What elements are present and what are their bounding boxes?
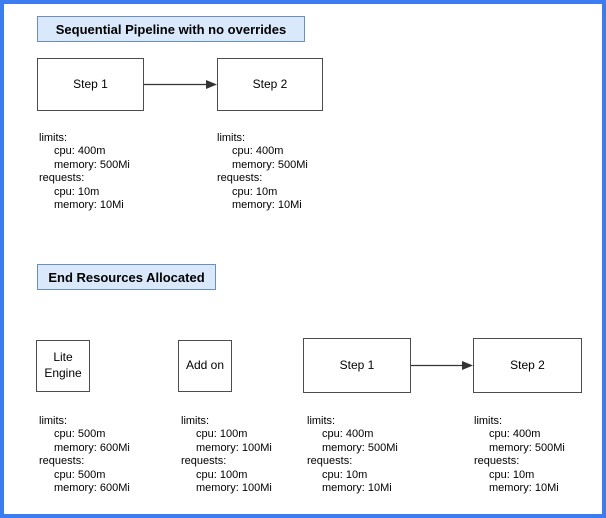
- resource-line: memory: 10Mi: [322, 482, 392, 495]
- node-lite-engine: Lite Engine: [36, 340, 90, 392]
- resource-line: memory: 500Mi: [232, 158, 308, 171]
- resource-line: memory: 10Mi: [54, 199, 124, 212]
- resource-line: memory: 10Mi: [489, 482, 559, 495]
- section-title-sequential-pipeline: Sequential Pipeline with no overrides: [37, 16, 305, 42]
- resource-line: cpu: 10m: [489, 468, 535, 481]
- resource-line: cpu: 400m: [232, 145, 284, 158]
- node-label: Lite Engine: [44, 350, 82, 380]
- resources-step1-bottom: limits: cpu: 400m memory: 500Mi requests…: [307, 415, 398, 495]
- resources-step1-top: limits: cpu: 400m memory: 500Mi requests…: [39, 132, 130, 212]
- node-step2-bottom: Step 2: [473, 338, 582, 393]
- resource-line: requests:: [39, 455, 85, 468]
- resource-line: cpu: 10m: [322, 468, 368, 481]
- section-title-end-resources: End Resources Allocated: [37, 264, 216, 290]
- resource-line: limits:: [307, 415, 336, 427]
- resource-line: requests:: [39, 172, 85, 185]
- resource-line: cpu: 400m: [54, 145, 106, 158]
- arrow-step1-to-step2-bottom: [411, 361, 473, 370]
- resource-line: requests:: [307, 455, 353, 468]
- node-label: Add on: [185, 358, 225, 373]
- resource-line: memory: 100Mi: [196, 441, 272, 454]
- resource-line: cpu: 100m: [196, 468, 248, 481]
- resource-line: cpu: 100m: [196, 428, 248, 441]
- resources-step2-top: limits: cpu: 400m memory: 500Mi requests…: [217, 132, 308, 212]
- node-step1-bottom: Step 1: [303, 338, 411, 393]
- resource-line: cpu: 500m: [54, 428, 106, 441]
- resource-line: requests:: [474, 455, 520, 468]
- resource-line: cpu: 400m: [322, 428, 374, 441]
- resource-line: limits:: [39, 415, 68, 427]
- resource-line: limits:: [217, 132, 246, 144]
- resources-step2-bottom: limits: cpu: 400m memory: 500Mi requests…: [474, 415, 565, 495]
- node-label: Step 2: [510, 357, 545, 372]
- section-title-text: Sequential Pipeline with no overrides: [55, 21, 287, 37]
- node-label: Step 1: [339, 357, 375, 372]
- resources-add-on: limits: cpu: 100m memory: 100Mi requests…: [181, 415, 272, 495]
- resource-line: memory: 500Mi: [322, 441, 398, 454]
- arrow-step1-to-step2-top: [144, 80, 217, 89]
- resource-line: limits:: [181, 415, 210, 427]
- resource-line: memory: 10Mi: [232, 199, 302, 212]
- resource-line: cpu: 500m: [54, 468, 106, 481]
- resource-line: cpu: 10m: [54, 185, 100, 198]
- section-title-text: End Resources Allocated: [48, 269, 205, 285]
- resource-line: limits:: [474, 415, 503, 427]
- resource-line: memory: 600Mi: [54, 482, 130, 495]
- resource-line: memory: 500Mi: [489, 441, 565, 454]
- resource-line: requests:: [217, 172, 263, 185]
- resource-line: memory: 600Mi: [54, 441, 130, 454]
- resource-line: cpu: 10m: [232, 185, 278, 198]
- resource-line: limits:: [39, 132, 68, 144]
- node-label: Step 2: [252, 76, 288, 91]
- resource-line: cpu: 400m: [489, 428, 541, 441]
- resources-lite-engine: limits: cpu: 500m memory: 600Mi requests…: [39, 415, 130, 495]
- node-add-on: Add on: [178, 340, 232, 392]
- resource-line: memory: 500Mi: [54, 158, 130, 171]
- resource-line: memory: 100Mi: [196, 482, 272, 495]
- node-step2-top: Step 2: [217, 58, 323, 111]
- resource-line: requests:: [181, 455, 227, 468]
- node-label: Step 1: [73, 76, 108, 91]
- node-step1-top: Step 1: [37, 58, 144, 111]
